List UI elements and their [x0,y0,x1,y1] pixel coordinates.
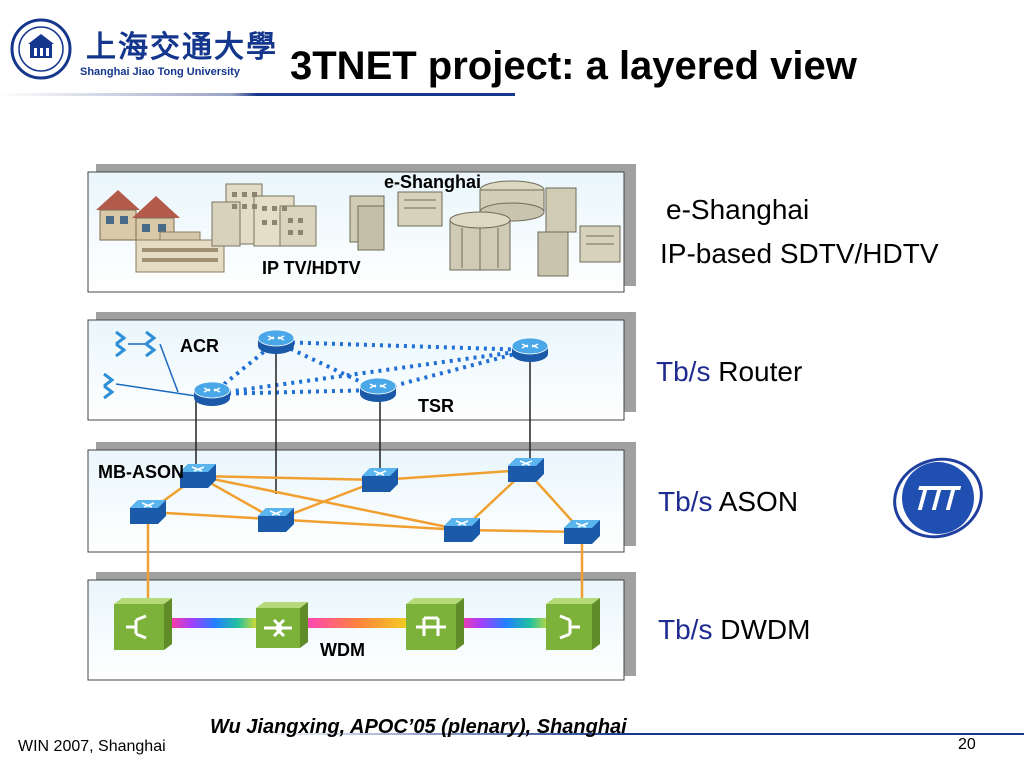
label-mb-ason: MB-ASON [98,462,184,482]
label-e-shanghai: e-Shanghai [384,172,482,192]
panel-router [87,312,636,421]
label-acr: ACR [180,336,219,356]
right-label-router: Tb/s Router [656,356,802,388]
label-ip-tv-hdtv: IP TV/HDTV [262,258,361,278]
houses-icon [96,190,180,245]
panel-wdm [87,572,636,681]
oadm-node-icons [114,598,600,650]
footer-event: WIN 2007, Shanghai [18,738,166,755]
storage-cylinders-icon [449,180,545,271]
router-mesh-links [210,340,531,396]
acr-access-lines [115,343,197,397]
dwdm-text: DWDM [720,614,811,645]
wdm-link-2 [302,618,410,628]
right-label-ip-sdtv-hdtv: IP-based SDTV/HDTV [660,238,939,269]
wdm-link-3 [458,618,554,628]
ason-links [146,468,584,600]
footer-citation: Wu Jiangxing, APOC’05 (plenary), Shangha… [210,716,627,738]
3tnet-logo-icon [893,457,983,539]
tbs-prefix: Tb/s [658,486,713,517]
university-name-cn: 上海交通大學 [86,30,278,65]
university-seal-icon [10,18,72,80]
right-label-ason: Tb/s ASON [658,486,798,518]
page-number: 20 [958,736,976,753]
servers-right-icon [537,187,621,277]
server-towers-icon [349,191,443,251]
footer-rule [250,733,1024,735]
university-name-en: Shanghai Jiao Tong University [80,66,240,78]
university-building-icon [135,231,225,273]
tbs-prefix: Tb/s [658,614,713,645]
title-underline [0,93,515,96]
router-text: Router [718,356,803,387]
label-wdm: WDM [320,640,365,660]
page-title: 3TNET project: a layered view [290,44,857,88]
inter-layer-links [195,346,531,494]
ason-text: ASON [718,486,799,517]
right-label-e-shanghai: e-Shanghai [666,194,810,225]
tbs-prefix: Tb/s [656,356,711,387]
right-label-dwdm: Tb/s DWDM [658,614,810,646]
acr-antenna-icons [103,330,157,400]
label-tsr: TSR [418,396,454,416]
office-buildings-icon [211,183,317,247]
wdm-link-1 [170,618,260,628]
router-icons [193,329,549,406]
optical-switch-icons [130,458,600,544]
